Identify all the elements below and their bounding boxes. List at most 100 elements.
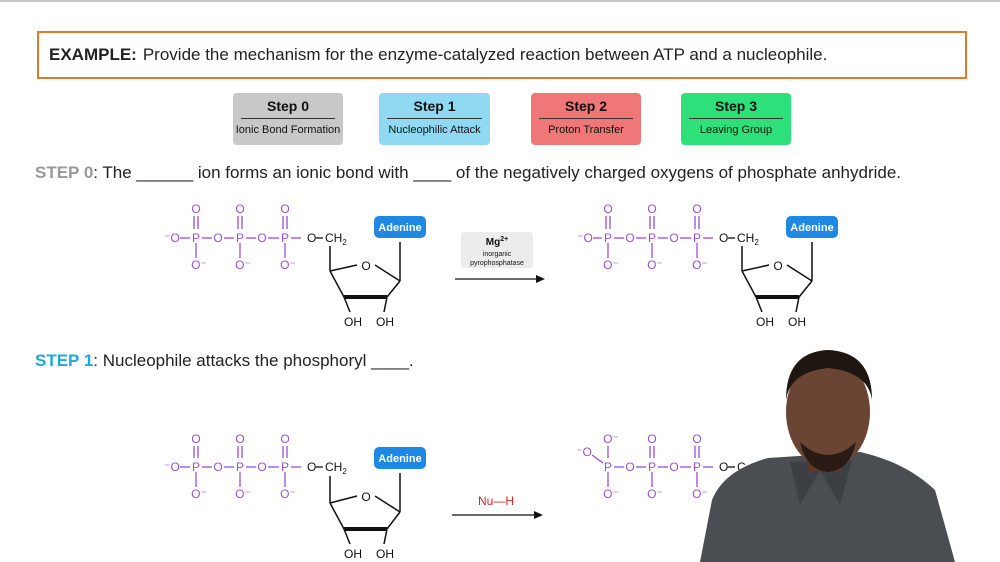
atp3-o-top-1: O <box>191 432 200 446</box>
tab-step-1-subtitle: Nucleophilic Attack <box>388 124 481 136</box>
atp1-o-bottom-1: O⁻ <box>191 258 207 272</box>
prod-o-bottom-3: O⁻ <box>692 487 708 501</box>
enzyme-box <box>461 232 533 268</box>
step1-text: : Nucleophile attacks the phosphoryl ___… <box>93 351 414 370</box>
prod-o-bottom-1: O⁻ <box>603 487 619 501</box>
atp2-oh-left: OH <box>756 315 774 329</box>
prod-o-minus-lone: ⁻O <box>576 445 592 459</box>
atp3-ch2: CH2 <box>325 460 347 476</box>
tab-step-1[interactable]: Step 1 Nucleophilic Attack <box>379 93 490 145</box>
atp-structure-2: ⁻O P O P O P O O O O⁻ O⁻ O⁻ O CH2 <box>577 202 838 329</box>
step0-reaction-arrow: Mg2+ inorganic pyrophosphatase <box>455 232 545 283</box>
atp3-o-top-3: O <box>280 432 289 446</box>
tab-step-2-title: Step 2 <box>564 98 607 114</box>
presenter-shirt <box>700 452 955 562</box>
tab-step-2-subtitle: Proton Transfer <box>548 124 624 136</box>
atp-structure-3: ⁻O P O P O P O O O O⁻ O⁻ O⁻ O CH2 <box>164 432 426 561</box>
step0-label: STEP 0 <box>35 163 94 182</box>
tab-step-3[interactable]: Step 3 Leaving Group <box>681 93 791 145</box>
step0-prompt: STEP 0: The ______ ion forms an ionic bo… <box>35 163 901 183</box>
tab-step-0-title: Step 0 <box>266 98 309 114</box>
atp1-o-bridge-1: O <box>213 231 222 245</box>
atp1-o-minus-terminal: ⁻O <box>164 231 180 245</box>
atp3-ring-o: O <box>361 490 370 504</box>
example-label: EXAMPLE: <box>49 45 137 64</box>
atp2-o-top-1: O <box>603 202 612 216</box>
atp1-p-beta: P <box>236 231 244 245</box>
prod-o-bridge-2: O <box>669 460 678 474</box>
atp2-oh-right: OH <box>788 315 806 329</box>
step0-text: : The ______ ion forms an ionic bond wit… <box>93 163 902 182</box>
example-banner: EXAMPLE: Provide the mechanism for the e… <box>37 31 967 79</box>
step1-prompt: STEP 1: Nucleophile attacks the phosphor… <box>35 351 414 371</box>
prod-o-bridge-1: O <box>625 460 634 474</box>
atp2-ring-o: O <box>773 259 782 273</box>
tab-step-0[interactable]: Step 0 Ionic Bond Formation <box>233 93 343 145</box>
tab-step-2[interactable]: Step 2 Proton Transfer <box>531 93 641 145</box>
example-text: Provide the mechanism for the enzyme-cat… <box>142 45 828 64</box>
top-divider <box>0 0 1000 2</box>
atp1-oh-left: OH <box>344 315 362 329</box>
atp3-oh-right: OH <box>376 547 394 561</box>
atp1-o-top-3: O <box>280 202 289 216</box>
step1-label: STEP 1 <box>35 351 94 370</box>
tab-step-3-rule <box>689 118 783 119</box>
atp3-o-top-2: O <box>235 432 244 446</box>
atp3-o-bottom-1: O⁻ <box>191 487 207 501</box>
prod-o-top-3: O <box>692 432 701 446</box>
prod-partial-c: C <box>737 460 746 474</box>
atp1-p-alpha: P <box>192 231 200 245</box>
tab-step-0-rule <box>241 118 335 119</box>
atp2-o-bridge-1: O <box>625 231 634 245</box>
atp3-o-bottom-3: O⁻ <box>280 487 296 501</box>
tab-step-1-rule <box>387 118 482 119</box>
tab-step-1-title: Step 1 <box>413 98 456 114</box>
tab-step-2-rule <box>539 118 633 119</box>
presenter-beard <box>800 442 856 472</box>
atp2-p-alpha: P <box>604 231 612 245</box>
atp2-ch2: CH2 <box>737 231 759 247</box>
atp3-o-bridge-1: O <box>213 460 222 474</box>
atp2-o-ester: O <box>719 231 728 245</box>
atp2-p-beta: P <box>648 231 656 245</box>
atp2-o-top-3: O <box>692 202 701 216</box>
atp2-adenine-label: Adenine <box>790 222 833 234</box>
atp1-adenine-badge <box>374 216 426 238</box>
atp2-adenine-badge <box>786 216 838 238</box>
atp1-ch2: CH2 <box>325 231 347 247</box>
prod-o-ester: O <box>719 460 728 474</box>
step1-reaction-arrow: Nu—H <box>452 494 543 519</box>
atp3-p-gamma: P <box>281 460 289 474</box>
prod-p-beta: P <box>648 460 656 474</box>
prod-o-top-1: O⁻ <box>603 432 619 446</box>
tab-step-3-title: Step 3 <box>714 98 757 114</box>
presenter-video <box>700 350 955 562</box>
atp2-o-bottom-3: O⁻ <box>692 258 708 272</box>
prod-o-top-2: O <box>647 432 656 446</box>
atp3-adenine-badge <box>374 447 426 469</box>
atp3-o-ester: O <box>307 460 316 474</box>
mg-ion-label: Mg2+ <box>486 236 508 248</box>
atp3-adenine-label: Adenine <box>378 453 421 465</box>
tab-step-3-subtitle: Leaving Group <box>699 124 773 136</box>
atp2-o-bottom-1: O⁻ <box>603 258 619 272</box>
atp3-oh-left: OH <box>344 547 362 561</box>
presenter-head <box>786 356 870 468</box>
nucleophile-label: Nu—H <box>478 494 514 508</box>
product-structure: ⁻O P O P O P O⁻ O O O⁻ O⁻ O⁻ O C <box>576 432 746 501</box>
atp1-o-bottom-3: O⁻ <box>280 258 296 272</box>
enzyme-line-1: inorganic <box>483 251 512 258</box>
atp2-p-gamma: P <box>693 231 701 245</box>
atp1-p-gamma: P <box>281 231 289 245</box>
prod-p-alpha: P <box>604 460 612 474</box>
prod-p-gamma: P <box>693 460 701 474</box>
atp2-o-bridge-2: O <box>669 231 678 245</box>
atp2-o-top-2: O <box>647 202 656 216</box>
atp1-o-top-1: O <box>191 202 200 216</box>
tab-step-0-subtitle: Ionic Bond Formation <box>235 124 341 136</box>
atp1-o-top-2: O <box>235 202 244 216</box>
atp-structure-1: ⁻O P O P O P O O O O⁻ O⁻ O⁻ O CH2 <box>164 202 426 329</box>
presenter-hair <box>786 350 872 400</box>
enzyme-line-2: pyrophosphatase <box>470 260 524 267</box>
